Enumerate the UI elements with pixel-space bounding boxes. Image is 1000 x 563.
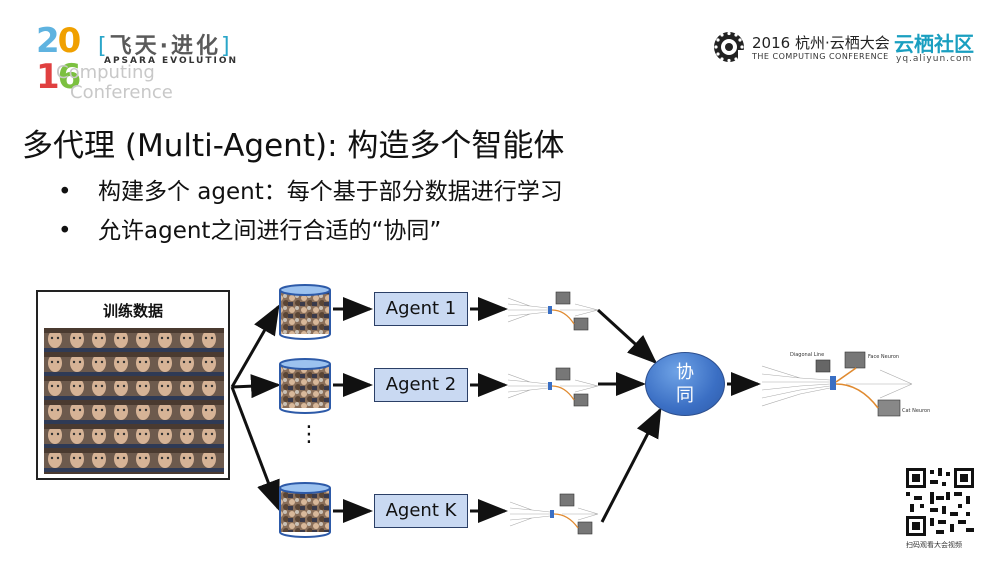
event-title: [飞天·进化] <box>98 34 233 59</box>
year-bottom: 16 <box>36 57 81 97</box>
bullet-1: • 构建多个 agent：每个基于部分数据进行学习 <box>58 172 563 206</box>
qr-caption: 扫码观看大会视频 <box>906 541 962 549</box>
bullet-1-text: 构建多个 agent：每个基于部分数据进行学习 <box>98 179 563 205</box>
data-shard-2 <box>279 358 331 414</box>
network-label-cat: Cat Neuron <box>902 408 931 414</box>
event-logo: 20 16 20 16 [飞天·进化] APSARA EVOLUTION Com… <box>36 18 266 108</box>
bullet-2: • 允许agent之间进行合适的“协同” <box>58 211 441 245</box>
qr-code-icon[interactable] <box>906 468 974 536</box>
coordination-node: 协 同 <box>645 352 725 416</box>
bullet-marker: • <box>58 179 72 205</box>
brand-logo: 云栖社区 yq.aliyun.com <box>894 28 992 68</box>
bullet-2-text: 允许agent之间进行合适的“协同” <box>98 218 442 244</box>
network-label-face: Face Neuron <box>868 354 900 360</box>
training-data-label: 训练数据 <box>102 302 163 320</box>
training-data-faces <box>44 328 224 474</box>
agent-2-box: Agent 2 <box>374 368 468 402</box>
brand-url: yq.aliyun.com <box>896 54 973 64</box>
data-shard-1 <box>279 284 331 340</box>
network-label-line: Diagonal Line <box>790 352 825 358</box>
multi-agent-diagram: 训练数据 Agent 1 Agent 2 Agent K ⋮ 协 同 Diago… <box>0 270 1000 563</box>
conference-title: 2016 杭州·云栖大会 <box>752 34 890 52</box>
agent-k-box: Agent K <box>374 494 468 528</box>
coordination-label-1: 协 <box>676 362 694 383</box>
bullet-marker: • <box>58 218 72 244</box>
event-tagline: APSARA EVOLUTION <box>104 56 239 66</box>
faint-conference: Conference <box>70 82 173 103</box>
conference-logo: 2016 杭州·云栖大会 THE COMPUTING CONFERENCE <box>712 30 892 70</box>
data-shard-k <box>279 482 331 538</box>
network-thumbnail-k <box>509 493 599 535</box>
faint-computing: Computing <box>56 62 155 83</box>
slide-title: 多代理 (Multi-Agent): 构造多个智能体 <box>22 128 565 164</box>
conference-emblem-icon <box>714 31 746 64</box>
agent-1-box: Agent 1 <box>374 292 468 326</box>
coordination-label-2: 同 <box>676 385 694 406</box>
conference-subtitle: THE COMPUTING CONFERENCE <box>752 52 889 61</box>
network-thumbnail-2 <box>507 367 599 407</box>
year-top: 20 <box>36 21 81 61</box>
combined-network <box>761 351 913 417</box>
brand-name: 云栖社区 <box>894 32 974 56</box>
network-thumbnail-1 <box>507 291 599 331</box>
agents-ellipsis: ⋮ <box>298 422 320 447</box>
